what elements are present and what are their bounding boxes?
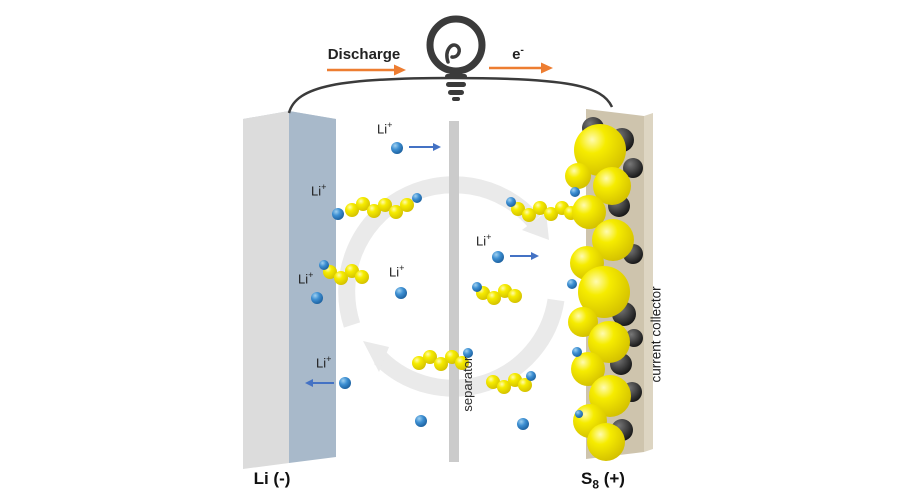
- polysulfide-chain: [412, 348, 473, 371]
- li-ion-label: Li+: [476, 232, 492, 249]
- polysulfide-chain: [486, 371, 536, 394]
- light-bulb-icon: [426, 15, 486, 101]
- li-ion-label: Li+: [311, 182, 327, 199]
- cathode-label: S8 (+): [581, 469, 625, 492]
- li-ion-label: Li+: [377, 120, 393, 137]
- lithium-anode: [243, 111, 336, 469]
- electron-arrow: [489, 62, 553, 74]
- sulfur-cathode-cluster: [565, 117, 643, 461]
- ion-motion-arrows: [305, 143, 539, 387]
- li-ion-label: Li+: [389, 263, 405, 280]
- anode-label: Li (-): [253, 469, 291, 488]
- circuit-wire: [287, 76, 614, 114]
- current-collector-label: current collector: [648, 286, 664, 383]
- lithium-ion-spheres: [311, 142, 529, 430]
- separator-bar: [449, 121, 459, 462]
- electron-symbol: e: [512, 46, 521, 63]
- polysulfide-chain: [319, 260, 369, 285]
- polysulfide-chain: [345, 193, 422, 219]
- separator-label: separator: [459, 356, 475, 412]
- discharge-arrow: [327, 64, 406, 76]
- li-ion-label: Li+: [316, 354, 332, 371]
- electron-charge: -: [520, 44, 524, 56]
- conversion-cycle-arrows: [338, 176, 565, 397]
- discharge-label: Discharge: [327, 46, 401, 63]
- li-ion-label: Li+: [298, 270, 314, 287]
- electron-label: e-: [498, 44, 538, 64]
- polysulfide-chain: [472, 282, 522, 305]
